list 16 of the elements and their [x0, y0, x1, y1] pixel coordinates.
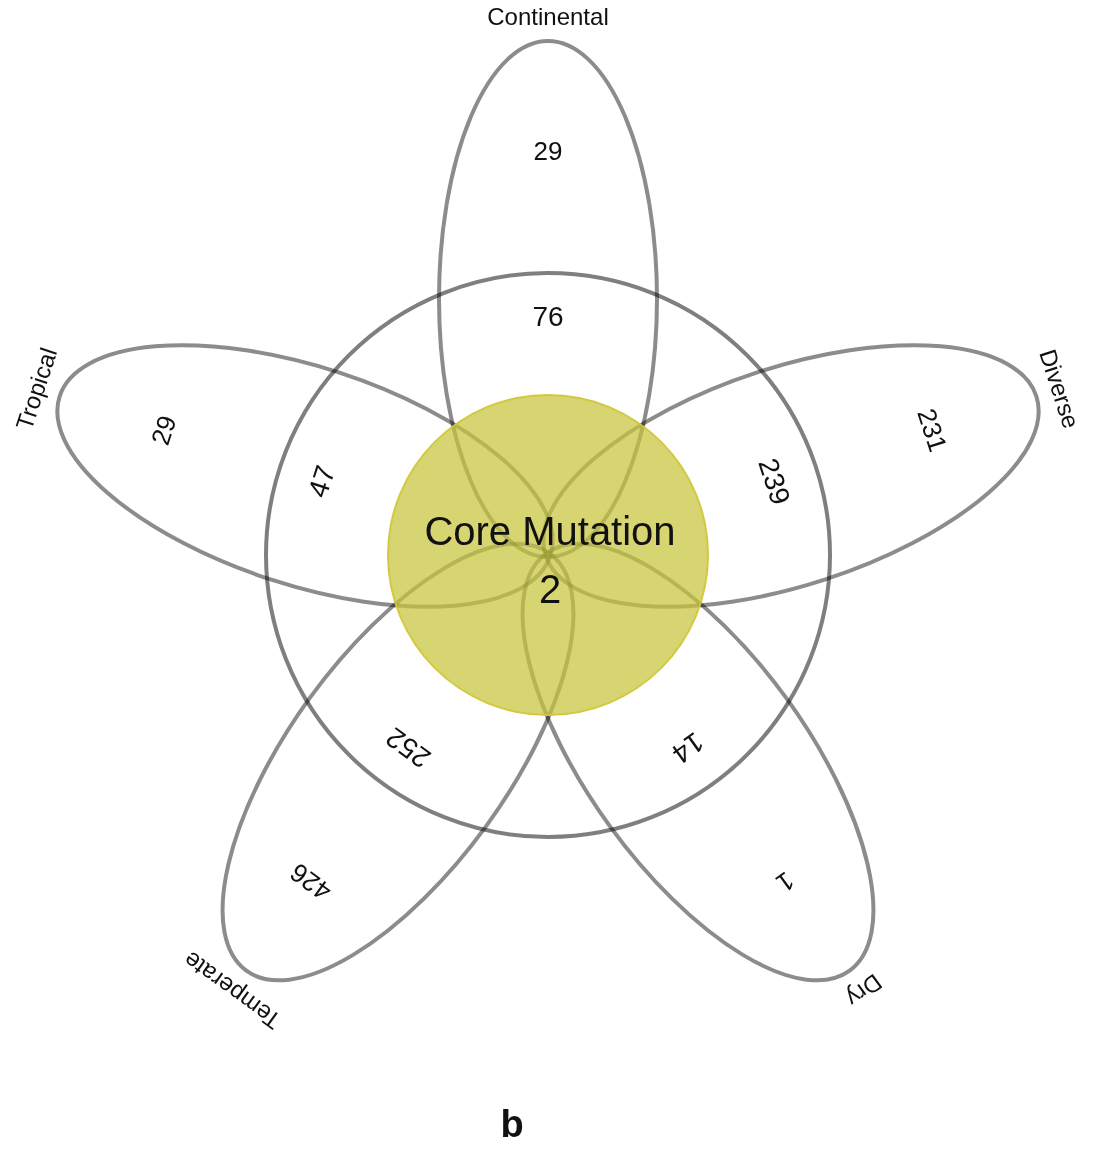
- caption: b: [500, 1102, 524, 1146]
- count-label: 47: [301, 461, 342, 502]
- count-label: 239: [751, 454, 797, 509]
- set-label: Dry: [840, 967, 888, 1013]
- count-label: 29: [144, 411, 183, 449]
- core-count: 2: [538, 566, 562, 612]
- core-label: Core Mutation: [424, 508, 676, 554]
- count-label: 76: [532, 301, 564, 333]
- count-label: 29: [533, 135, 563, 167]
- count-label: 252: [379, 720, 437, 775]
- count-label: 231: [910, 404, 954, 456]
- count-label: 14: [665, 725, 710, 770]
- set-label: Diverse: [1033, 345, 1086, 432]
- count-label: 1: [770, 865, 801, 899]
- count-label: 426: [283, 856, 338, 908]
- set-label: Continental: [487, 3, 609, 31]
